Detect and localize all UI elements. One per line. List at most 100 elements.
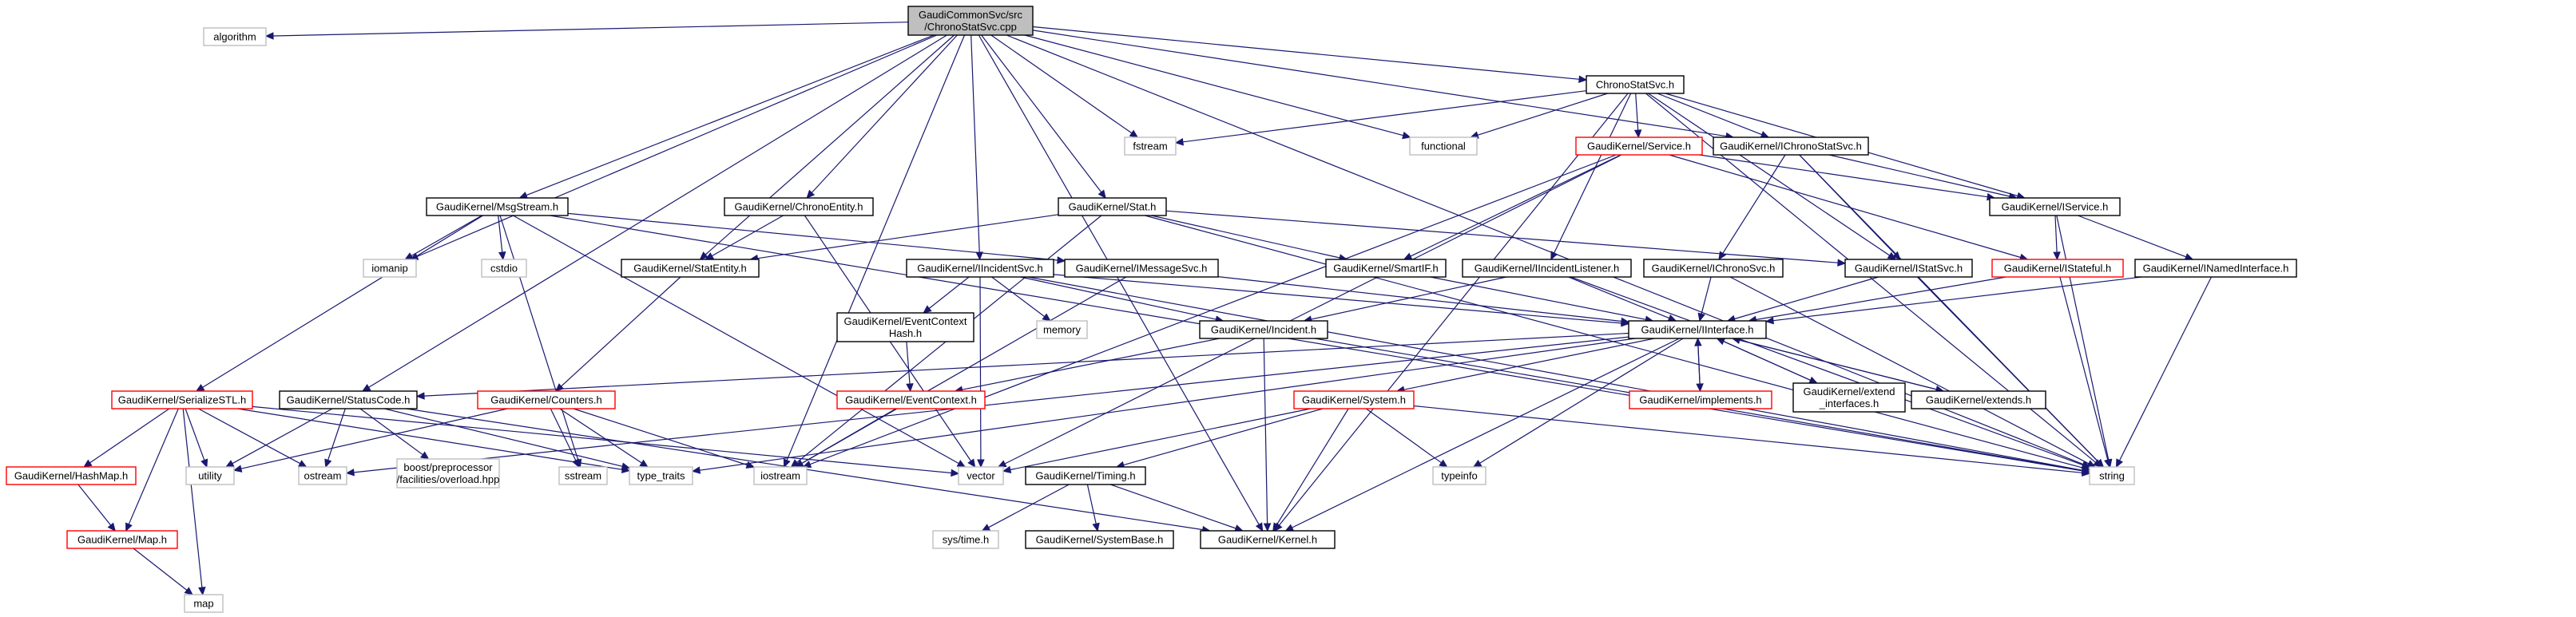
node-box	[1124, 136, 1177, 156]
edge-line	[2078, 215, 2187, 258]
node-eventcontext-h[interactable]: GaudiKernel/EventContext.h	[836, 390, 986, 409]
edge-line	[1729, 276, 2090, 465]
edge-stat_h-to-istatsvc_h	[1165, 210, 1847, 267]
node-label: boost/preprocessor	[403, 461, 493, 473]
arrowhead	[1633, 129, 1642, 139]
node-box	[477, 390, 616, 409]
node-iinterface-h[interactable]: GaudiKernel/IInterface.h	[1628, 320, 1767, 339]
edge-line	[1916, 276, 2099, 463]
node-label: sstream	[565, 470, 601, 482]
edge-line	[1020, 276, 1217, 320]
edge-chronostatsvc_h-to-fstream	[1174, 90, 1587, 146]
edge-line	[1024, 34, 1403, 136]
node-service-h[interactable]: GaudiKernel/Service.h	[1575, 136, 1703, 156]
edge-line	[416, 34, 938, 258]
node-box	[1713, 136, 1869, 156]
node-box	[1325, 259, 1447, 278]
edge-line	[1004, 154, 1622, 465]
node-imessagesvc-h[interactable]: GaudiKernel/IMessageSvc.h	[1064, 259, 1219, 278]
node-ichronosvc-h[interactable]: GaudiKernel/IChronoSvc.h	[1643, 259, 1784, 278]
node-box	[185, 466, 235, 485]
edge-imessagesvc_h-to-iinterface_h	[1217, 276, 1630, 326]
edge-system_h-to-timing_h	[1115, 408, 1324, 469]
arrowhead	[1284, 524, 1295, 532]
edge-line	[368, 34, 947, 388]
node-chronostatsvc-h[interactable]: ChronoStatSvc.h	[1586, 75, 1685, 94]
edge-counters_h-to-type_traits	[559, 408, 649, 468]
edge-statentity_h-to-counters_h	[555, 276, 681, 392]
node-inamedinterface-h[interactable]: GaudiKernel/INamedInterface.h	[2134, 259, 2297, 278]
node-istateful-h[interactable]: GaudiKernel/IStateful.h	[1991, 259, 2124, 278]
node-map-h[interactable]: GaudiKernel/Map.h	[66, 530, 178, 549]
node-systembase-h[interactable]: GaudiKernel/SystemBase.h	[1025, 530, 1174, 549]
edge-line	[498, 215, 503, 253]
node-incident-h[interactable]: GaudiKernel/Incident.h	[1199, 320, 1328, 339]
arrowhead	[404, 252, 414, 260]
edge-line	[1772, 276, 2142, 322]
node-root[interactable]: GaudiCommonSvc/src/ChronoStatSvc.cpp	[907, 6, 1034, 36]
arrowhead	[951, 469, 960, 477]
node-label: GaudiKernel/Map.h	[77, 534, 167, 546]
edge-inamedinterface_h-to-iinterface_h	[1764, 276, 2142, 325]
arrowhead	[1042, 313, 1051, 322]
edge-line	[202, 215, 483, 388]
node-iservice-h[interactable]: GaudiKernel/IService.h	[1989, 197, 2121, 216]
edge-statuscode_h-to-ostream	[324, 408, 346, 469]
node-label: vector	[966, 470, 995, 482]
node-box	[753, 466, 808, 485]
node-statentity-h[interactable]: GaudiKernel/StatEntity.h	[621, 259, 760, 278]
node-statuscode-h[interactable]: GaudiKernel/StatusCode.h	[279, 390, 418, 409]
node-msgstream-h[interactable]: GaudiKernel/MsgStream.h	[426, 197, 569, 216]
node-system-h[interactable]: GaudiKernel/System.h	[1293, 390, 1415, 409]
arrowhead	[83, 459, 93, 468]
node-ichronostatsvc-h[interactable]: GaudiKernel/IChronoStatSvc.h	[1713, 136, 1869, 156]
edge-incident_h-to-kernel_h	[1263, 338, 1272, 532]
node-label: GaudiKernel/IStatSvc.h	[1855, 263, 1963, 275]
edge-line	[384, 408, 623, 467]
node-iincidentsvc-h[interactable]: GaudiKernel/IIncidentSvc.h	[906, 259, 1054, 278]
edge-root-to-kernel_h	[978, 34, 1264, 532]
node-algorithm: algorithm	[203, 27, 267, 46]
arrowhead	[699, 251, 708, 260]
edge-line	[1182, 90, 1587, 143]
node-extends-h[interactable]: GaudiKernel/extends.h	[1911, 390, 2046, 409]
node-kernel-h[interactable]: GaudiKernel/Kernel.h	[1200, 530, 1336, 549]
edge-line	[77, 484, 112, 526]
edge-line	[1756, 276, 2006, 321]
arrowhead	[639, 459, 649, 468]
node-iincidentlistener-h[interactable]: GaudiKernel/IIncidentListener.h	[1462, 259, 1632, 278]
arrowhead	[184, 587, 193, 595]
edge-line	[182, 408, 203, 588]
edge-iinterface_h-to-ostream	[345, 336, 1629, 477]
edge-line	[232, 408, 333, 465]
node-counters-h[interactable]: GaudiKernel/Counters.h	[477, 390, 616, 409]
node-smartif-h[interactable]: GaudiKernel/SmartIF.h	[1325, 259, 1447, 278]
edge-statuscode_h-to-boost_overload	[359, 408, 430, 460]
node-extend-interfaces-h[interactable]: GaudiKernel/extend_interfaces.h	[1792, 382, 1906, 413]
edge-line	[1032, 30, 1727, 137]
node-label: cstdio	[490, 263, 518, 275]
node-chronoentity-h[interactable]: GaudiKernel/ChronoEntity.h	[724, 197, 874, 216]
node-box	[1586, 75, 1685, 94]
node-hashmap-h[interactable]: GaudiKernel/HashMap.h	[6, 466, 137, 485]
node-istatsvc-h[interactable]: GaudiKernel/IStatSvc.h	[1844, 259, 1973, 278]
node-serializestl-h[interactable]: GaudiKernel/SerializeSTL.h	[111, 390, 253, 409]
edge-line	[1739, 339, 1944, 392]
arrowhead	[1621, 317, 1630, 326]
node-box	[1643, 259, 1784, 278]
node-stat-h[interactable]: GaudiKernel/Stat.h	[1058, 197, 1167, 216]
arrowhead	[198, 587, 206, 596]
node-box	[1064, 259, 1219, 278]
edge-line	[990, 34, 1133, 134]
edge-line	[89, 408, 170, 464]
edge-line	[1669, 154, 2021, 259]
edge-timing_h-to-kernel_h	[1110, 484, 1244, 532]
edge-chronostatsvc_h-to-ichronostatsvc_h	[1657, 93, 1770, 138]
node-implements-h[interactable]: GaudiKernel/implements.h	[1629, 390, 1772, 409]
edge-iincidentsvc_h-to-memory	[991, 276, 1051, 322]
edge-line	[1554, 93, 1632, 254]
arrowhead	[1097, 189, 1106, 199]
node-label: GaudiKernel/HashMap.h	[14, 470, 128, 482]
node-timing-h[interactable]: GaudiKernel/Timing.h	[1025, 466, 1146, 485]
